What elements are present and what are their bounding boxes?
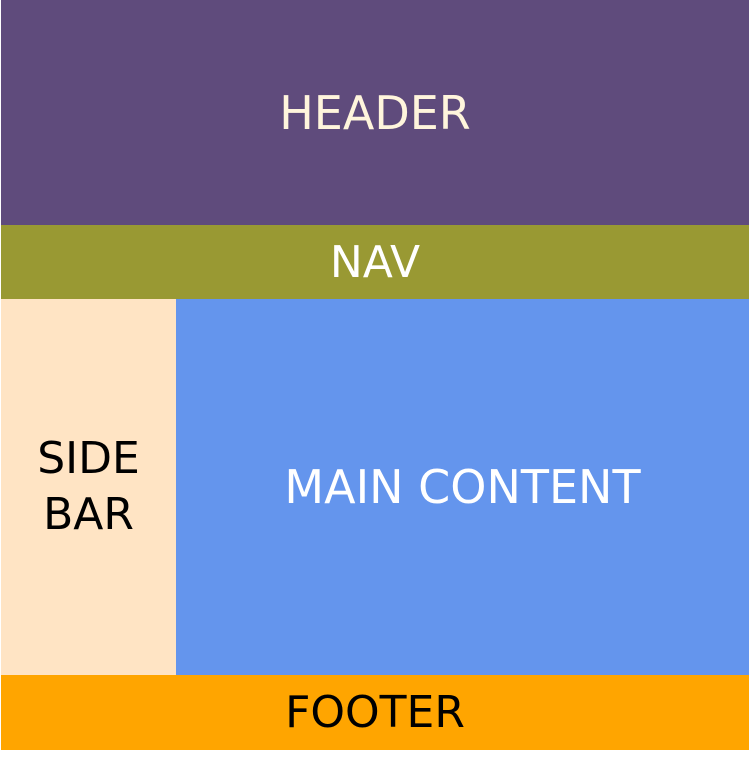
nav-label: NAV xyxy=(329,236,421,288)
sidebar-label: SIDE BAR xyxy=(37,431,140,543)
footer-label: FOOTER xyxy=(285,687,465,738)
main-content-block: MAIN CONTENT xyxy=(176,299,749,675)
sidebar-label-line-1: SIDE xyxy=(37,433,140,484)
header-label: HEADER xyxy=(279,85,471,140)
sidebar-block: SIDE BAR xyxy=(1,299,176,675)
header-block: HEADER xyxy=(1,0,749,225)
footer-block: FOOTER xyxy=(1,675,749,750)
page-layout-diagram: HEADER NAV SIDE BAR MAIN CONTENT FOOTER xyxy=(1,0,749,750)
nav-block: NAV xyxy=(1,225,749,299)
main-content-label: MAIN CONTENT xyxy=(284,460,641,514)
sidebar-label-line-2: BAR xyxy=(43,489,134,540)
